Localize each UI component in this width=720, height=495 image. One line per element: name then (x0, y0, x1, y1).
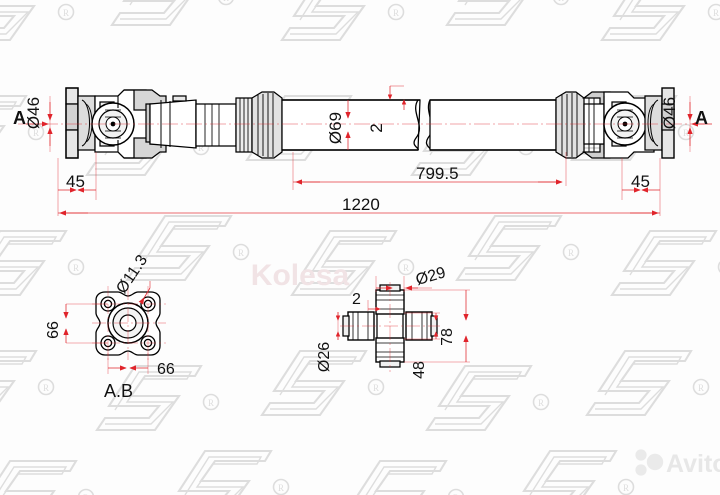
left-flange-yoke (65, 87, 96, 159)
dim-total-length: 1220 (342, 195, 380, 214)
dim-dia-left: Ø46 (24, 97, 43, 129)
dim-trunnion: 2 (352, 291, 361, 308)
dim-span-outer: 78 (439, 328, 456, 346)
secondary-watermark: Kolesa (251, 259, 350, 292)
dim-cross-dia: Ø26 (316, 342, 333, 372)
dim-length-right: 45 (631, 172, 650, 191)
tube-weld-collar (251, 91, 283, 159)
dim-dia-right: Ø46 (660, 97, 679, 129)
flange-view-caption: A.B (104, 381, 133, 401)
marketplace-watermark-label: Avito (666, 450, 720, 478)
dim-flange-height: 66 (45, 321, 62, 339)
dim-span-inner: 48 (411, 361, 428, 379)
dim-tube-length: 799.5 (416, 164, 459, 183)
dim-tube-dia: Ø69 (326, 112, 345, 144)
dim-length-left: 45 (66, 172, 85, 191)
dim-section-right: A (695, 108, 708, 128)
dim-wall-thickness: 2 (367, 123, 386, 132)
dim-flange-width: 66 (157, 361, 175, 378)
right-flange-yoke (644, 87, 675, 159)
dim-section-left: A (13, 108, 26, 128)
